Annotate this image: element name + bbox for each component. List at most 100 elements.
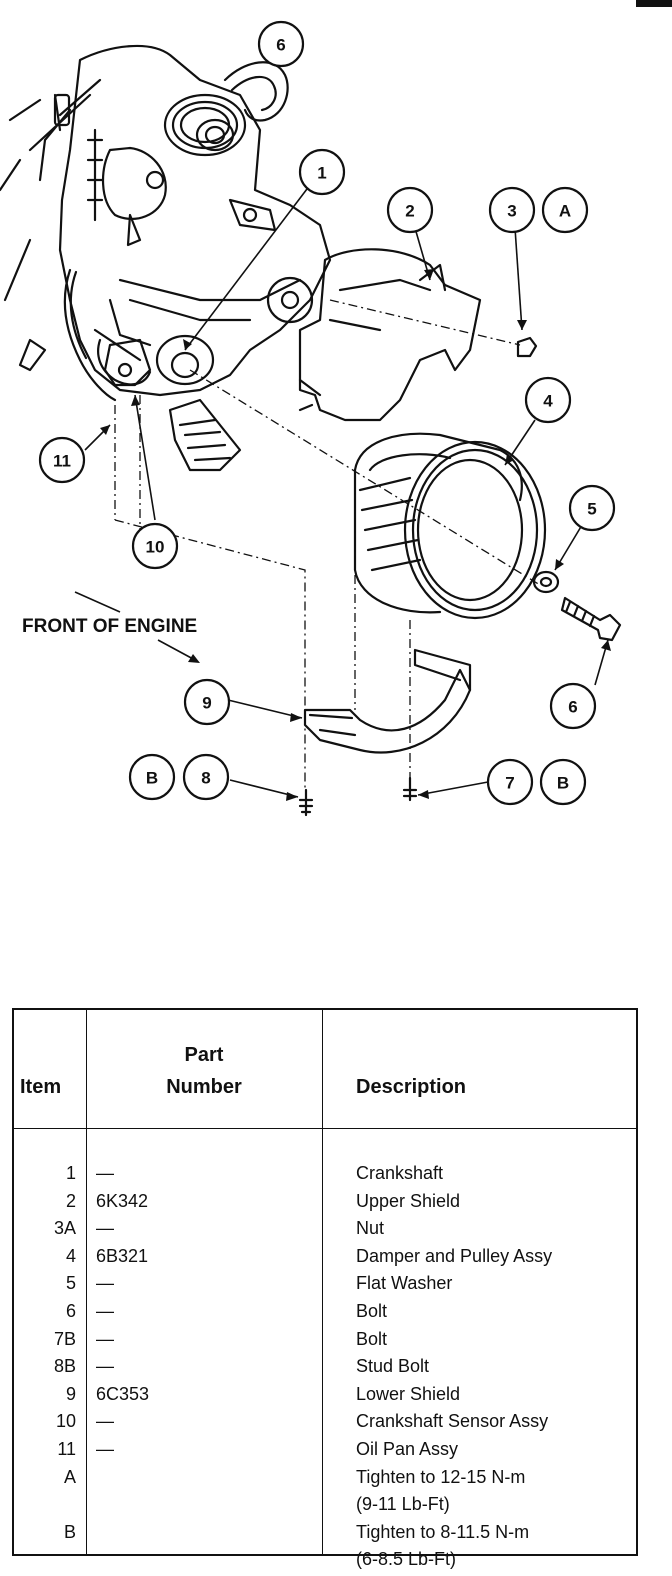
cell-description: (9-11 Lb-Ft) bbox=[356, 1494, 450, 1515]
callout-circle bbox=[524, 376, 572, 424]
cell-part-number: — bbox=[96, 1356, 114, 1377]
callout-6-right: 6 bbox=[568, 698, 577, 717]
cell-item: 3A bbox=[53, 1218, 76, 1239]
table-row: 2 6K342 Upper Shield bbox=[14, 1188, 636, 1216]
header-item: Item bbox=[20, 1076, 62, 1098]
lower-shield bbox=[303, 648, 472, 754]
engine-block bbox=[0, 44, 332, 472]
callout-6-top: 6 bbox=[276, 36, 285, 55]
callout-circle bbox=[257, 20, 305, 68]
callout-circle bbox=[539, 758, 587, 806]
cell-part-number: — bbox=[96, 1438, 114, 1459]
cell-item: A bbox=[63, 1466, 76, 1487]
corner-mark bbox=[636, 0, 672, 7]
callout-circle bbox=[488, 186, 536, 234]
callout-circle bbox=[38, 436, 86, 484]
callout-b-right: B bbox=[557, 774, 569, 793]
upper-shield bbox=[298, 248, 482, 422]
crankshaft-nose bbox=[155, 334, 215, 386]
callout-3: 3 bbox=[507, 202, 516, 221]
callout-circle bbox=[568, 484, 616, 532]
cell-part-number: — bbox=[96, 1218, 114, 1239]
callout-7: 7 bbox=[505, 774, 514, 793]
callout-circle bbox=[183, 678, 231, 726]
cell-part-number: — bbox=[96, 1328, 114, 1349]
table-row: (9-11 Lb-Ft) bbox=[14, 1491, 636, 1519]
crankshaft-sensor bbox=[103, 338, 152, 387]
header-part-line2: Number bbox=[166, 1076, 242, 1098]
callout-4: 4 bbox=[543, 392, 553, 411]
cell-description: Bolt bbox=[356, 1300, 388, 1321]
cell-description: Upper Shield bbox=[356, 1190, 461, 1211]
cell-description: Stud Bolt bbox=[356, 1356, 430, 1377]
cell-description: Crankshaft bbox=[356, 1163, 444, 1183]
stud-bolt bbox=[298, 788, 314, 817]
cell-description: Oil Pan Assy bbox=[356, 1438, 459, 1459]
parts-table: Item Part Number Description 1—Crankshaf… bbox=[12, 1008, 638, 1569]
table-row: 7B — Bolt bbox=[14, 1326, 636, 1354]
cell-description: Damper and Pulley Assy bbox=[356, 1245, 553, 1266]
cell-part-number: 6K342 bbox=[96, 1190, 149, 1211]
callout-circle bbox=[182, 753, 230, 801]
nut bbox=[516, 336, 538, 358]
cell-item: 10 bbox=[55, 1411, 76, 1432]
cell-description: Crankshaft Sensor Assy bbox=[356, 1411, 549, 1432]
cell-description: (6-8.5 Lb-Ft) bbox=[356, 1549, 457, 1570]
cell-description: Flat Washer bbox=[356, 1273, 453, 1294]
column-divider bbox=[86, 1010, 87, 1556]
callout-circle bbox=[298, 148, 346, 196]
cell-item: 5 bbox=[65, 1273, 76, 1294]
table-row: 3A — Nut bbox=[14, 1215, 636, 1243]
callout-b-left: B bbox=[146, 769, 158, 788]
table-row: 4 6B321 Damper and Pulley Assy bbox=[14, 1243, 636, 1271]
callout-1: 1 bbox=[317, 164, 326, 183]
header-part-line1: Part bbox=[184, 1044, 224, 1066]
cell-part-number: — bbox=[96, 1300, 114, 1321]
cell-part-number: 6B321 bbox=[96, 1245, 149, 1266]
callout-circle bbox=[128, 753, 176, 801]
damper-pulley bbox=[353, 432, 547, 620]
cell-part-number: — bbox=[96, 1163, 114, 1183]
front-of-engine-label: FRONT OF ENGINE bbox=[22, 616, 197, 637]
cell-description: Bolt bbox=[356, 1328, 388, 1349]
callout-9: 9 bbox=[202, 694, 211, 713]
callout-10: 10 bbox=[146, 538, 165, 557]
table-row: (6-8.5 Lb-Ft) bbox=[14, 1546, 636, 1574]
table-body: 1 — Crankshaft 2 6K342 Upper Shield 3A — Nut 4… bbox=[14, 1160, 636, 1574]
lower-bolt bbox=[402, 776, 418, 802]
cell-description: Nut bbox=[356, 1218, 385, 1239]
cell-item: 1 bbox=[65, 1163, 76, 1183]
table-row: 8B—Stud Bolt bbox=[14, 1353, 636, 1381]
callout-circle bbox=[541, 186, 589, 234]
cell-part-number: — bbox=[96, 1273, 114, 1294]
accessory-pulley bbox=[163, 61, 289, 157]
callout-5: 5 bbox=[587, 500, 596, 519]
callout-2: 2 bbox=[405, 202, 414, 221]
callout-8: 8 bbox=[201, 769, 210, 788]
cell-item: 7B bbox=[53, 1328, 76, 1349]
table-row: 11 — Oil Pan Assy bbox=[14, 1436, 636, 1464]
callout-circle bbox=[131, 522, 179, 570]
callout-circle bbox=[549, 682, 597, 730]
column-divider bbox=[322, 1010, 323, 1556]
callout-a: A bbox=[559, 202, 571, 221]
cell-item: 2 bbox=[65, 1190, 76, 1211]
table-row: 1 — Crankshaft bbox=[14, 1160, 636, 1188]
cell-part-number: 6C353 bbox=[96, 1383, 150, 1404]
cell-description: Lower Shield bbox=[356, 1383, 461, 1404]
cell-item: 6 bbox=[65, 1300, 76, 1321]
damper-bolt bbox=[560, 596, 622, 642]
flat-washer bbox=[532, 570, 560, 594]
table-row: 10 — Crankshaft Sensor Assy bbox=[14, 1408, 636, 1436]
table-row: 6 — Bolt bbox=[14, 1298, 636, 1326]
cell-item: 11 bbox=[57, 1438, 76, 1459]
cell-item: 4 bbox=[65, 1245, 76, 1266]
exploded-view-diagram: 6 1 2 3 A 4 5 6 11 10 9 B 8 7 B FRONT OF… bbox=[0, 20, 622, 817]
callout-circle bbox=[486, 758, 534, 806]
callout-11: 11 bbox=[53, 452, 71, 471]
cell-part-number: — bbox=[96, 1411, 114, 1432]
cell-item: B bbox=[63, 1521, 76, 1542]
callout-circle bbox=[386, 186, 434, 234]
